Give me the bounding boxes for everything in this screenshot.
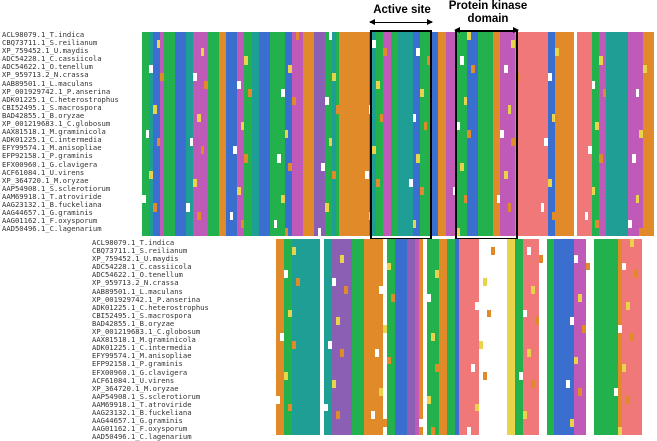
sequence-name: XP_959713.2_N.crassa (92, 279, 209, 287)
sequence-name: BAD42855.1_B.oryzae (2, 112, 119, 120)
sequence-name: ACL98079.1_T.indica (92, 239, 209, 247)
protein-kinase-domain-box (455, 30, 518, 240)
active-site-box (370, 30, 432, 240)
residue-cell (650, 195, 654, 203)
sequence-name: XP_001219683.1_C.globosum (2, 120, 119, 128)
residue-cell (650, 154, 654, 162)
sequence-name: CBQ73711.1_S.reilianum (92, 247, 209, 255)
residue-cell (650, 122, 654, 130)
sequence-name: AAG44657.1_G.graminis (92, 417, 209, 425)
sequence-name: ADC54622.1_O.tenellum (2, 63, 119, 71)
bottom-alignment-block (276, 239, 646, 435)
residue-cell (650, 130, 654, 138)
sequence-name: ADK01225.1_C.heterostrophus (92, 304, 209, 312)
protein-kinase-arrow (455, 30, 518, 31)
sequence-name: AAM69918.1_T.atroviride (2, 193, 119, 201)
sequence-name: XP_001219683.1_C.globosum (92, 328, 209, 336)
sequence-name: EFX00960.1_G.clavigera (2, 161, 119, 169)
residue-cell (650, 105, 654, 113)
sequence-name: AAB89501.1_L.maculans (2, 80, 119, 88)
protein-kinase-label-line1: Protein kinase (440, 0, 536, 13)
residue-cell (650, 73, 654, 81)
residue-cell (650, 212, 654, 220)
residue-cell (650, 40, 654, 48)
protein-kinase-label-line2: domain (440, 13, 536, 26)
sequence-name: XP_364720.1_M.oryzae (2, 177, 119, 185)
active-site-label: Active site (364, 4, 440, 17)
sequence-name: CBI52495.1_S.macrospora (92, 312, 209, 320)
residue-cell (650, 89, 654, 97)
residue-cell (650, 228, 654, 236)
active-site-arrow (370, 22, 432, 23)
sequence-name: AAG01162.1_F.oxysporum (92, 425, 209, 433)
sequence-name: AAP54908.1_S.sclerotiorum (92, 393, 209, 401)
sequence-name: EFY99574.1_M.anisopliae (92, 352, 209, 360)
sequence-name: CBQ73711.1_S.reilianum (2, 39, 119, 47)
residue-cell (650, 187, 654, 195)
sequence-name: AAG01162.1_F.oxysporum (2, 217, 119, 225)
sequence-name: AAM69918.1_T.atroviride (92, 401, 209, 409)
sequence-name: CBI52495.1_S.macrospora (2, 104, 119, 112)
residue-cell (650, 97, 654, 105)
sequence-name: XP_364720.1_M.oryzae (92, 385, 209, 393)
sequence-name: AAG23132.1_B.fuckeliana (92, 409, 209, 417)
residue-cell (650, 32, 654, 40)
residue-cell (650, 146, 654, 154)
sequence-name: AAD50496.1_C.lagenarium (92, 433, 209, 441)
sequence-name: AAG44657.1_G.graminis (2, 209, 119, 217)
residue-cell (650, 171, 654, 179)
sequence-name: ACF61084.1_U.virens (92, 377, 209, 385)
sequence-name: AAB89501.1_L.maculans (92, 288, 209, 296)
residue-cell (650, 56, 654, 64)
sequence-name: ADC54228.1_C.cassiicola (2, 55, 119, 63)
sequence-name: AAD50496.1_C.lagenarium (2, 225, 119, 233)
residue-cell (650, 81, 654, 89)
residue-cell (650, 220, 654, 228)
sequence-name: ADC54228.1_C.cassiicola (92, 263, 209, 271)
sequence-name: ACF61084.1_U.virens (2, 169, 119, 177)
sequence-name: ADK01225.1_C.intermedia (92, 344, 209, 352)
sequence-name: BAD42855.1_B.oryzae (92, 320, 209, 328)
residue-cell (650, 48, 654, 56)
sequence-name: XP_759452.1_U.maydis (2, 47, 119, 55)
sequence-name: EFY99574.1_M.anisopliae (2, 144, 119, 152)
residue-cell (650, 179, 654, 187)
sequence-name: EFX00960.1_G.clavigera (92, 369, 209, 377)
sequence-name: EFP92158.1_P.graminis (92, 360, 209, 368)
sequence-name: ADK01225.1_C.intermedia (2, 136, 119, 144)
sequence-name: XP_759452.1_U.maydis (92, 255, 209, 263)
sequence-name: AAG23132.1_B.fuckeliana (2, 201, 119, 209)
bottom-sequence-names: ACL98079.1_T.indicaCBQ73711.1_S.reilianu… (92, 239, 209, 441)
sequence-name: AAX81518.1_M.graminicola (2, 128, 119, 136)
residue-cell (650, 203, 654, 211)
residue-cell (650, 114, 654, 122)
alignment-column (650, 32, 654, 236)
sequence-name: ACL98079.1_T.indica (2, 31, 119, 39)
residue-cell (650, 163, 654, 171)
sequence-name: AAX81518.1_M.graminicola (92, 336, 209, 344)
residue-cell (650, 65, 654, 73)
sequence-name: XP_959713.2_N.crassa (2, 71, 119, 79)
residue-cell (650, 138, 654, 146)
sequence-name: EFP92158.1_P.graminis (2, 152, 119, 160)
sequence-name: XP_001929742.1_P.anserina (92, 296, 209, 304)
sequence-name: ADK01225.1_C.heterostrophus (2, 96, 119, 104)
sequence-name: XP_001929742.1_P.anserina (2, 88, 119, 96)
sequence-name: AAP54908.1_S.sclerotiorum (2, 185, 119, 193)
sequence-name: ADC54622.1_O.tenellum (92, 271, 209, 279)
